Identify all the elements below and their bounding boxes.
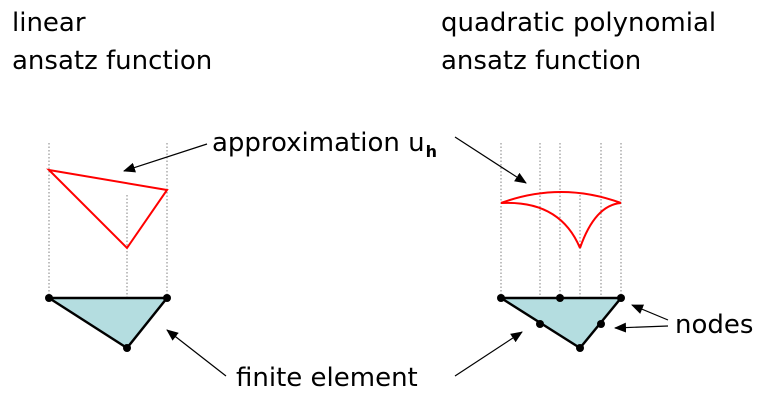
quadratic-ansatz-title: quadratic polynomial ansatz function <box>441 4 716 80</box>
quadratic-nodes <box>497 294 625 352</box>
arrow-finite-element-right <box>454 331 523 377</box>
quadratic-approximation-surface <box>500 191 622 249</box>
linear-nodes <box>45 294 171 352</box>
approximation-label: approximation uh <box>212 124 437 171</box>
arrow-finite-element-left <box>166 329 227 377</box>
finite-element-label: finite element <box>236 363 418 393</box>
node-dot <box>163 294 171 302</box>
node-dot <box>45 294 53 302</box>
approximation-text: approximation u <box>212 128 425 158</box>
linear-approximation-triangle <box>46 168 169 250</box>
node-dot <box>536 320 544 328</box>
node-dot <box>123 344 131 352</box>
linear-title-line2: ansatz function <box>12 46 213 76</box>
node-dot <box>617 294 625 302</box>
arrow-approximation-left <box>123 143 208 173</box>
node-dot <box>556 294 564 302</box>
arrow-nodes-bottom <box>614 322 669 333</box>
node-dot <box>576 344 584 352</box>
annotation-arrows <box>123 136 669 377</box>
arrow-approximation-right <box>454 136 527 184</box>
nodes-label: nodes <box>675 310 754 340</box>
linear-title-line1: linear <box>12 8 86 38</box>
quadratic-title-line1: quadratic polynomial <box>441 8 717 38</box>
arrow-nodes-top <box>631 304 669 321</box>
node-dot <box>597 320 605 328</box>
linear-finite-element <box>47 296 169 350</box>
node-dot <box>497 294 505 302</box>
linear-ansatz-title: linear ansatz function <box>12 4 212 80</box>
quadratic-title-line2: ansatz function <box>441 46 642 76</box>
approximation-subscript: h <box>425 142 437 161</box>
